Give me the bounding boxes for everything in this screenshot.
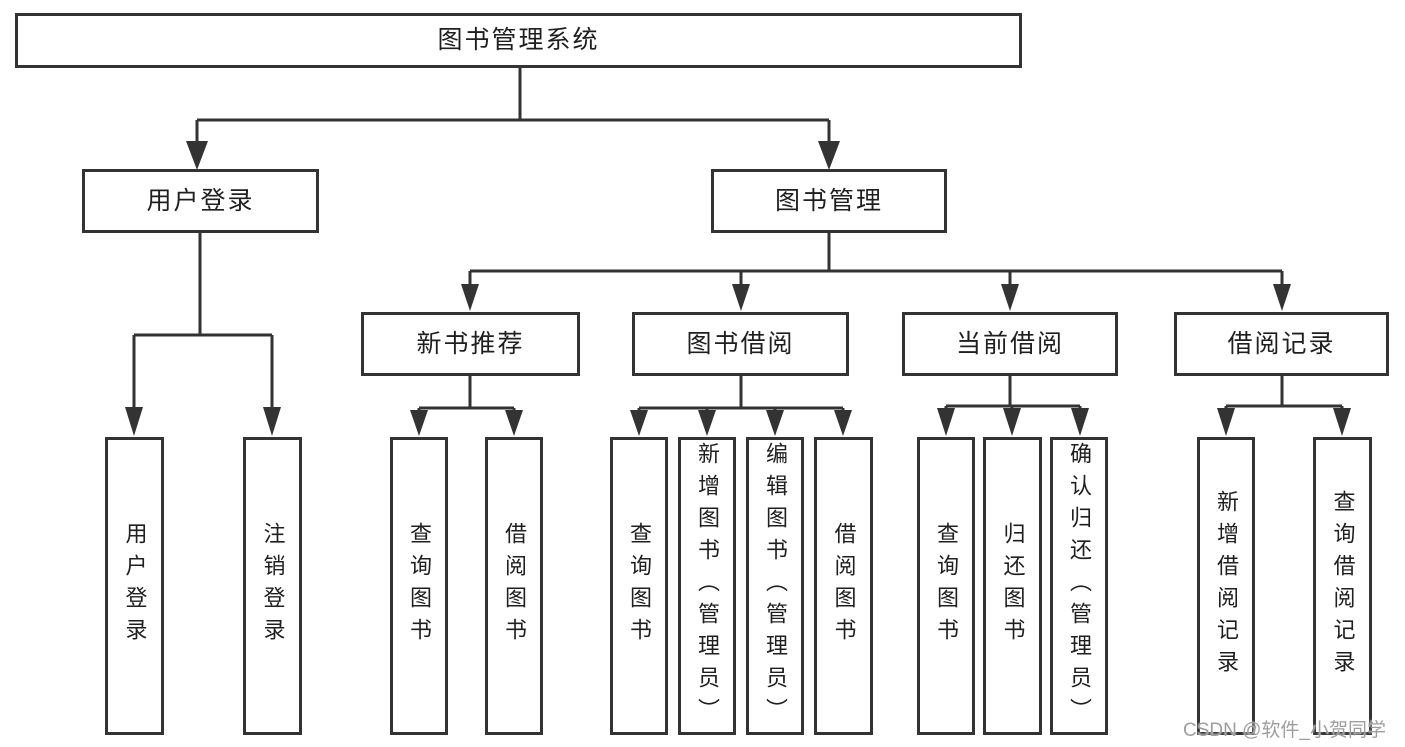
leaf-logout: 注销登录 bbox=[243, 437, 302, 735]
node-book-management: 图书管理 bbox=[711, 169, 947, 233]
leaf-borrow-books-borrowing: 借阅图书 bbox=[814, 437, 873, 735]
leaf-query-books-borrowing: 查询图书 bbox=[610, 437, 668, 735]
leaf-return-books: 归还图书 bbox=[983, 437, 1042, 735]
leaf-borrow-books-recommend: 借阅图书 bbox=[485, 437, 543, 735]
node-library-management-system: 图书管理系统 bbox=[15, 13, 1022, 68]
node-book-borrowing: 图书借阅 bbox=[632, 312, 849, 376]
leaf-query-borrow-record: 查询借阅记录 bbox=[1313, 437, 1372, 735]
leaf-add-books-admin: 新增图书（管理员） bbox=[678, 437, 736, 735]
csdn-watermark: CSDN @软件_小贺同学 bbox=[1183, 720, 1386, 741]
leaf-edit-books-admin: 编辑图书（管理员） bbox=[746, 437, 804, 735]
leaf-add-borrow-record: 新增借阅记录 bbox=[1197, 437, 1255, 735]
node-borrowing-records: 借阅记录 bbox=[1174, 312, 1389, 376]
leaf-user-login: 用户登录 bbox=[105, 437, 164, 735]
leaf-confirm-return-admin: 确认归还（管理员） bbox=[1050, 437, 1108, 735]
leaf-query-books-current: 查询图书 bbox=[917, 437, 975, 735]
node-new-book-recommend: 新书推荐 bbox=[361, 312, 580, 376]
leaf-query-books-recommend: 查询图书 bbox=[390, 437, 448, 735]
node-current-borrowing: 当前借阅 bbox=[902, 312, 1118, 376]
node-user-login: 用户登录 bbox=[82, 169, 319, 233]
